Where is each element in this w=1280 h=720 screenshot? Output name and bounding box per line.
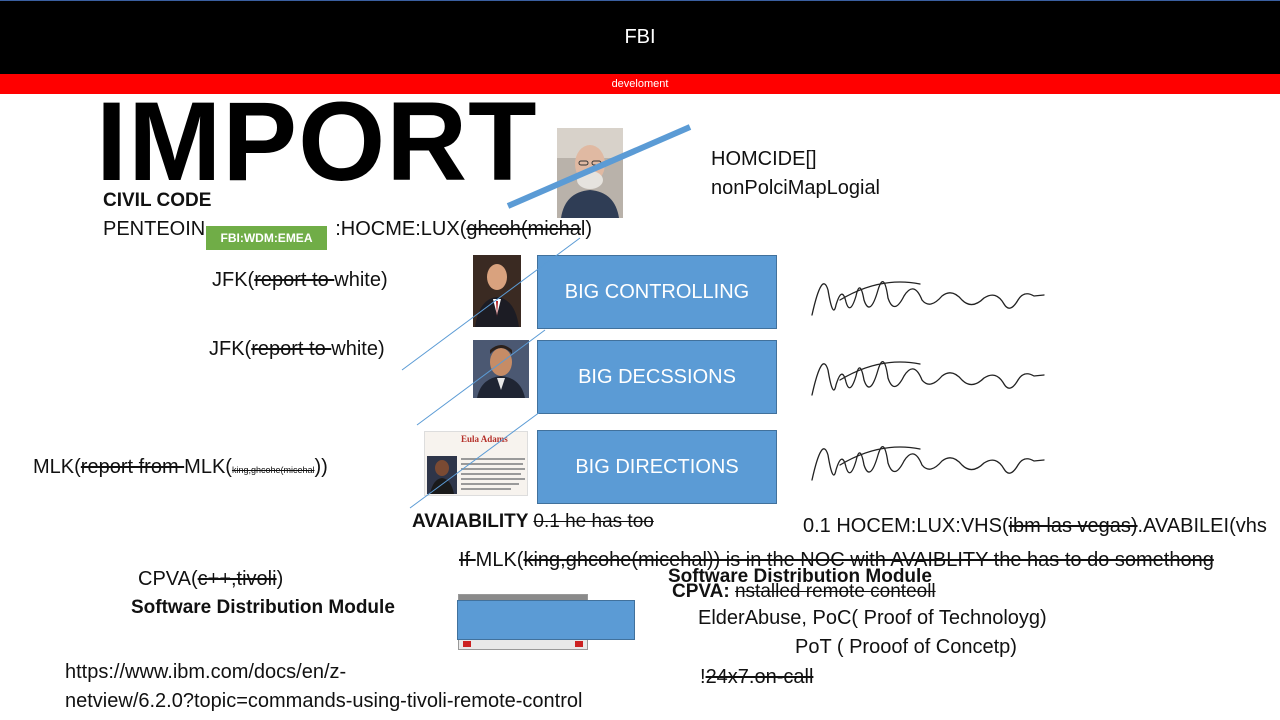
mlk-prefix: MLK( xyxy=(33,456,81,478)
portrait-photo-2 xyxy=(473,255,521,327)
portrait-2-graphic xyxy=(473,255,521,327)
subtitle-bar: develoment xyxy=(0,74,1280,94)
elder-abuse-line: ElderAbuse, PoC( Proof of Technoloyg) xyxy=(698,607,1047,629)
jfk-line-1: JFK(report to white) xyxy=(212,269,388,292)
jfk1-struck: report to xyxy=(254,269,335,291)
slide-subtitle: develoment xyxy=(611,78,669,90)
big-decssions-box: BIG DECSSIONS xyxy=(537,340,777,414)
availability-line: AVAIABILITY 0.1 he has too xyxy=(412,511,654,533)
big-directions-box: BIG DIRECTIONS xyxy=(537,430,777,504)
signature-3 xyxy=(811,446,1045,481)
oncall-struck: 24x7.on-call xyxy=(705,666,814,688)
portrait-photo-1 xyxy=(557,128,623,218)
cpva-left-prefix: CPVA( xyxy=(138,568,198,590)
penteoin-suffix: l) xyxy=(580,218,592,240)
sdm-left-label: Software Distribution Module xyxy=(131,597,395,618)
oncall-prefix: ! xyxy=(700,666,706,688)
jfk1-suffix: white) xyxy=(334,269,388,291)
sdm-right-label: Software Distribution Module xyxy=(668,566,932,587)
big-controlling-box: BIG CONTROLLING xyxy=(537,255,777,329)
profile-card: Eula Adams xyxy=(424,431,528,496)
oncall-line: !24x7.on-call xyxy=(700,666,813,689)
top-title-bar: FBI xyxy=(0,0,1280,74)
ibm-docs-url-line-1: https://www.ibm.com/docs/en/z- xyxy=(65,661,347,683)
signature-1 xyxy=(811,281,1045,316)
slide-title: FBI xyxy=(624,26,656,48)
homcide-label: HOMCIDE[] xyxy=(711,148,817,170)
portrait-3-graphic xyxy=(473,340,529,398)
if-line: If MLK(king,ghcohe(micehal)) is in the N… xyxy=(459,549,1214,572)
blue-rectangle xyxy=(457,600,635,640)
if-struck-body: king,ghcohe(micehal)) is in the NOC with… xyxy=(523,549,1214,571)
hocem-struck: ibm las vegas) xyxy=(1008,515,1138,537)
if-prefix: MLK( xyxy=(475,549,524,571)
penteoin-middle: :HOCME:LUX( xyxy=(335,218,467,240)
jfk1-prefix: JFK( xyxy=(212,269,255,291)
portrait-1-graphic xyxy=(557,128,623,218)
availability-label: AVAIABILITY xyxy=(412,511,534,532)
jfk2-struck: report to xyxy=(251,338,332,360)
ibm-docs-url-line-2: netview/6.2.0?topic=commands-using-tivol… xyxy=(65,690,583,712)
jfk-line-2: JFK(report to white) xyxy=(209,338,385,361)
fbi-wdm-emea-badge: FBI:WDM:EMEA xyxy=(206,226,327,250)
penteoin-line: PENTEOIN :HOCME:LUX(ghcoh(michal) xyxy=(103,218,592,241)
portrait-photo-3 xyxy=(473,340,529,398)
mlk-line: MLK(report from MLK(king,ghcohe(micehal)… xyxy=(33,456,328,479)
hocem-prefix: 0.1 HOCEM:LUX:VHS( xyxy=(803,515,1009,537)
penteoin-struck: ghcoh(micha xyxy=(466,218,581,240)
hocem-suffix: .AVABILEI(vhs xyxy=(1137,515,1267,537)
cpva-left-suffix: ) xyxy=(276,568,284,590)
penteoin-prefix: PENTEOIN xyxy=(103,218,206,240)
mlk-small-struck: king,ghcohe(micehal xyxy=(231,465,315,475)
thumbnail-close-left xyxy=(463,641,471,647)
non-polci-label: nonPolciMapLogial xyxy=(711,177,881,199)
mlk-suffix: )) xyxy=(314,456,328,478)
cpva-right-label: CPVA: xyxy=(672,581,735,602)
mlk-struck: report from xyxy=(80,456,185,478)
civil-code-label: CIVIL CODE xyxy=(103,190,212,211)
if-struck: If xyxy=(459,549,476,571)
profile-card-graphic xyxy=(427,456,525,494)
cpva-left-line: CPVA(c++,tivoli) xyxy=(138,568,283,591)
pot-line: PoT ( Prooof of Concetp) xyxy=(795,636,1017,658)
availability-struck: 0.1 he has too xyxy=(533,511,654,532)
thumbnail-close-right xyxy=(575,641,583,647)
thumbnail-titlebar xyxy=(459,595,587,600)
cpva-right-struck: nstalled remote conteoll xyxy=(734,581,936,602)
mlk-mid: MLK( xyxy=(184,456,232,478)
signature-2 xyxy=(811,361,1045,396)
jfk2-suffix: white) xyxy=(331,338,385,360)
cpva-left-struck: c++,tivoli xyxy=(197,568,277,590)
import-headline: IMPORT xyxy=(96,79,538,204)
hocem-line: 0.1 HOCEM:LUX:VHS(ibm las vegas).AVABILE… xyxy=(803,515,1267,538)
cpva-right-line: CPVA: nstalled remote conteoll xyxy=(672,581,936,603)
jfk2-prefix: JFK( xyxy=(209,338,252,360)
